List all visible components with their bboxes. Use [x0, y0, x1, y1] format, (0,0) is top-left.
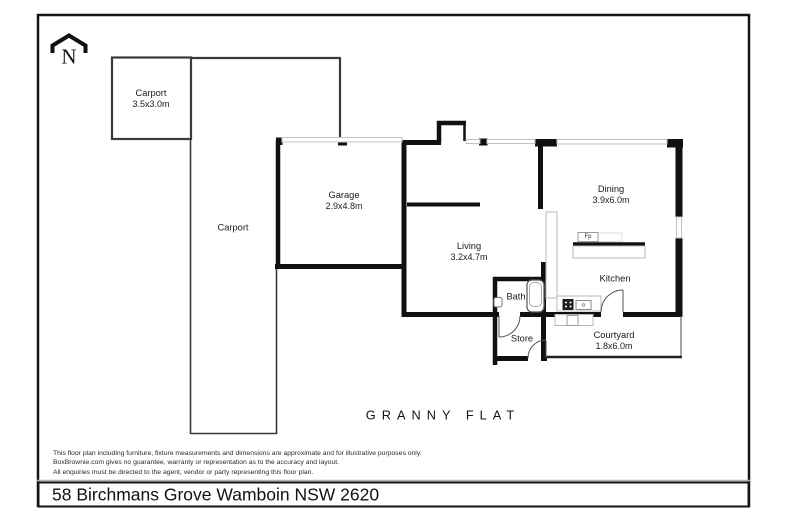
windows [281, 137, 682, 239]
disclaimer-text: This floor plan including furniture, fix… [53, 450, 422, 476]
stove [562, 299, 574, 310]
north-label: N [61, 44, 77, 69]
bath-basin [493, 297, 503, 308]
room-label-kitchen: Kitchen [599, 273, 631, 284]
kitchen-west-counter [545, 211, 558, 299]
room-label-courtyard: Courtyard 1.8x6.0m [593, 330, 635, 351]
property-address: 58 Birchmans Grove Wamboin NSW 2620 [52, 484, 380, 504]
plan-title: GRANNY FLAT [365, 407, 521, 423]
room-label-carport-strip: Carport [217, 222, 249, 233]
fixtures [493, 211, 646, 326]
sink [575, 300, 592, 310]
north-arrow-icon [50, 33, 88, 53]
kitchen-door-arc [600, 289, 624, 313]
bathtub-inner [529, 282, 542, 307]
room-label-store: Store [510, 333, 534, 344]
doors [498, 289, 624, 359]
room-label-living: Living 3.2x4.7m [450, 241, 488, 262]
room-label-dining: Dining 3.9x6.0m [592, 184, 630, 205]
bath-door-arc [498, 315, 521, 338]
room-label-bath: Bath [506, 291, 526, 302]
fireplace-label: Fp [584, 234, 592, 240]
courtyard-bbq [566, 315, 579, 326]
fireplace-box [577, 232, 599, 242]
room-label-carport-upper: Carport 3.5x3.0m [132, 88, 170, 109]
bench-counter [572, 245, 646, 259]
courtyard-outline [546, 316, 682, 359]
room-label-garage: Garage 2.9x4.8m [325, 190, 363, 211]
page-frame [36, 13, 751, 508]
carport-outline [110, 56, 342, 435]
store-door-arc [527, 339, 547, 359]
